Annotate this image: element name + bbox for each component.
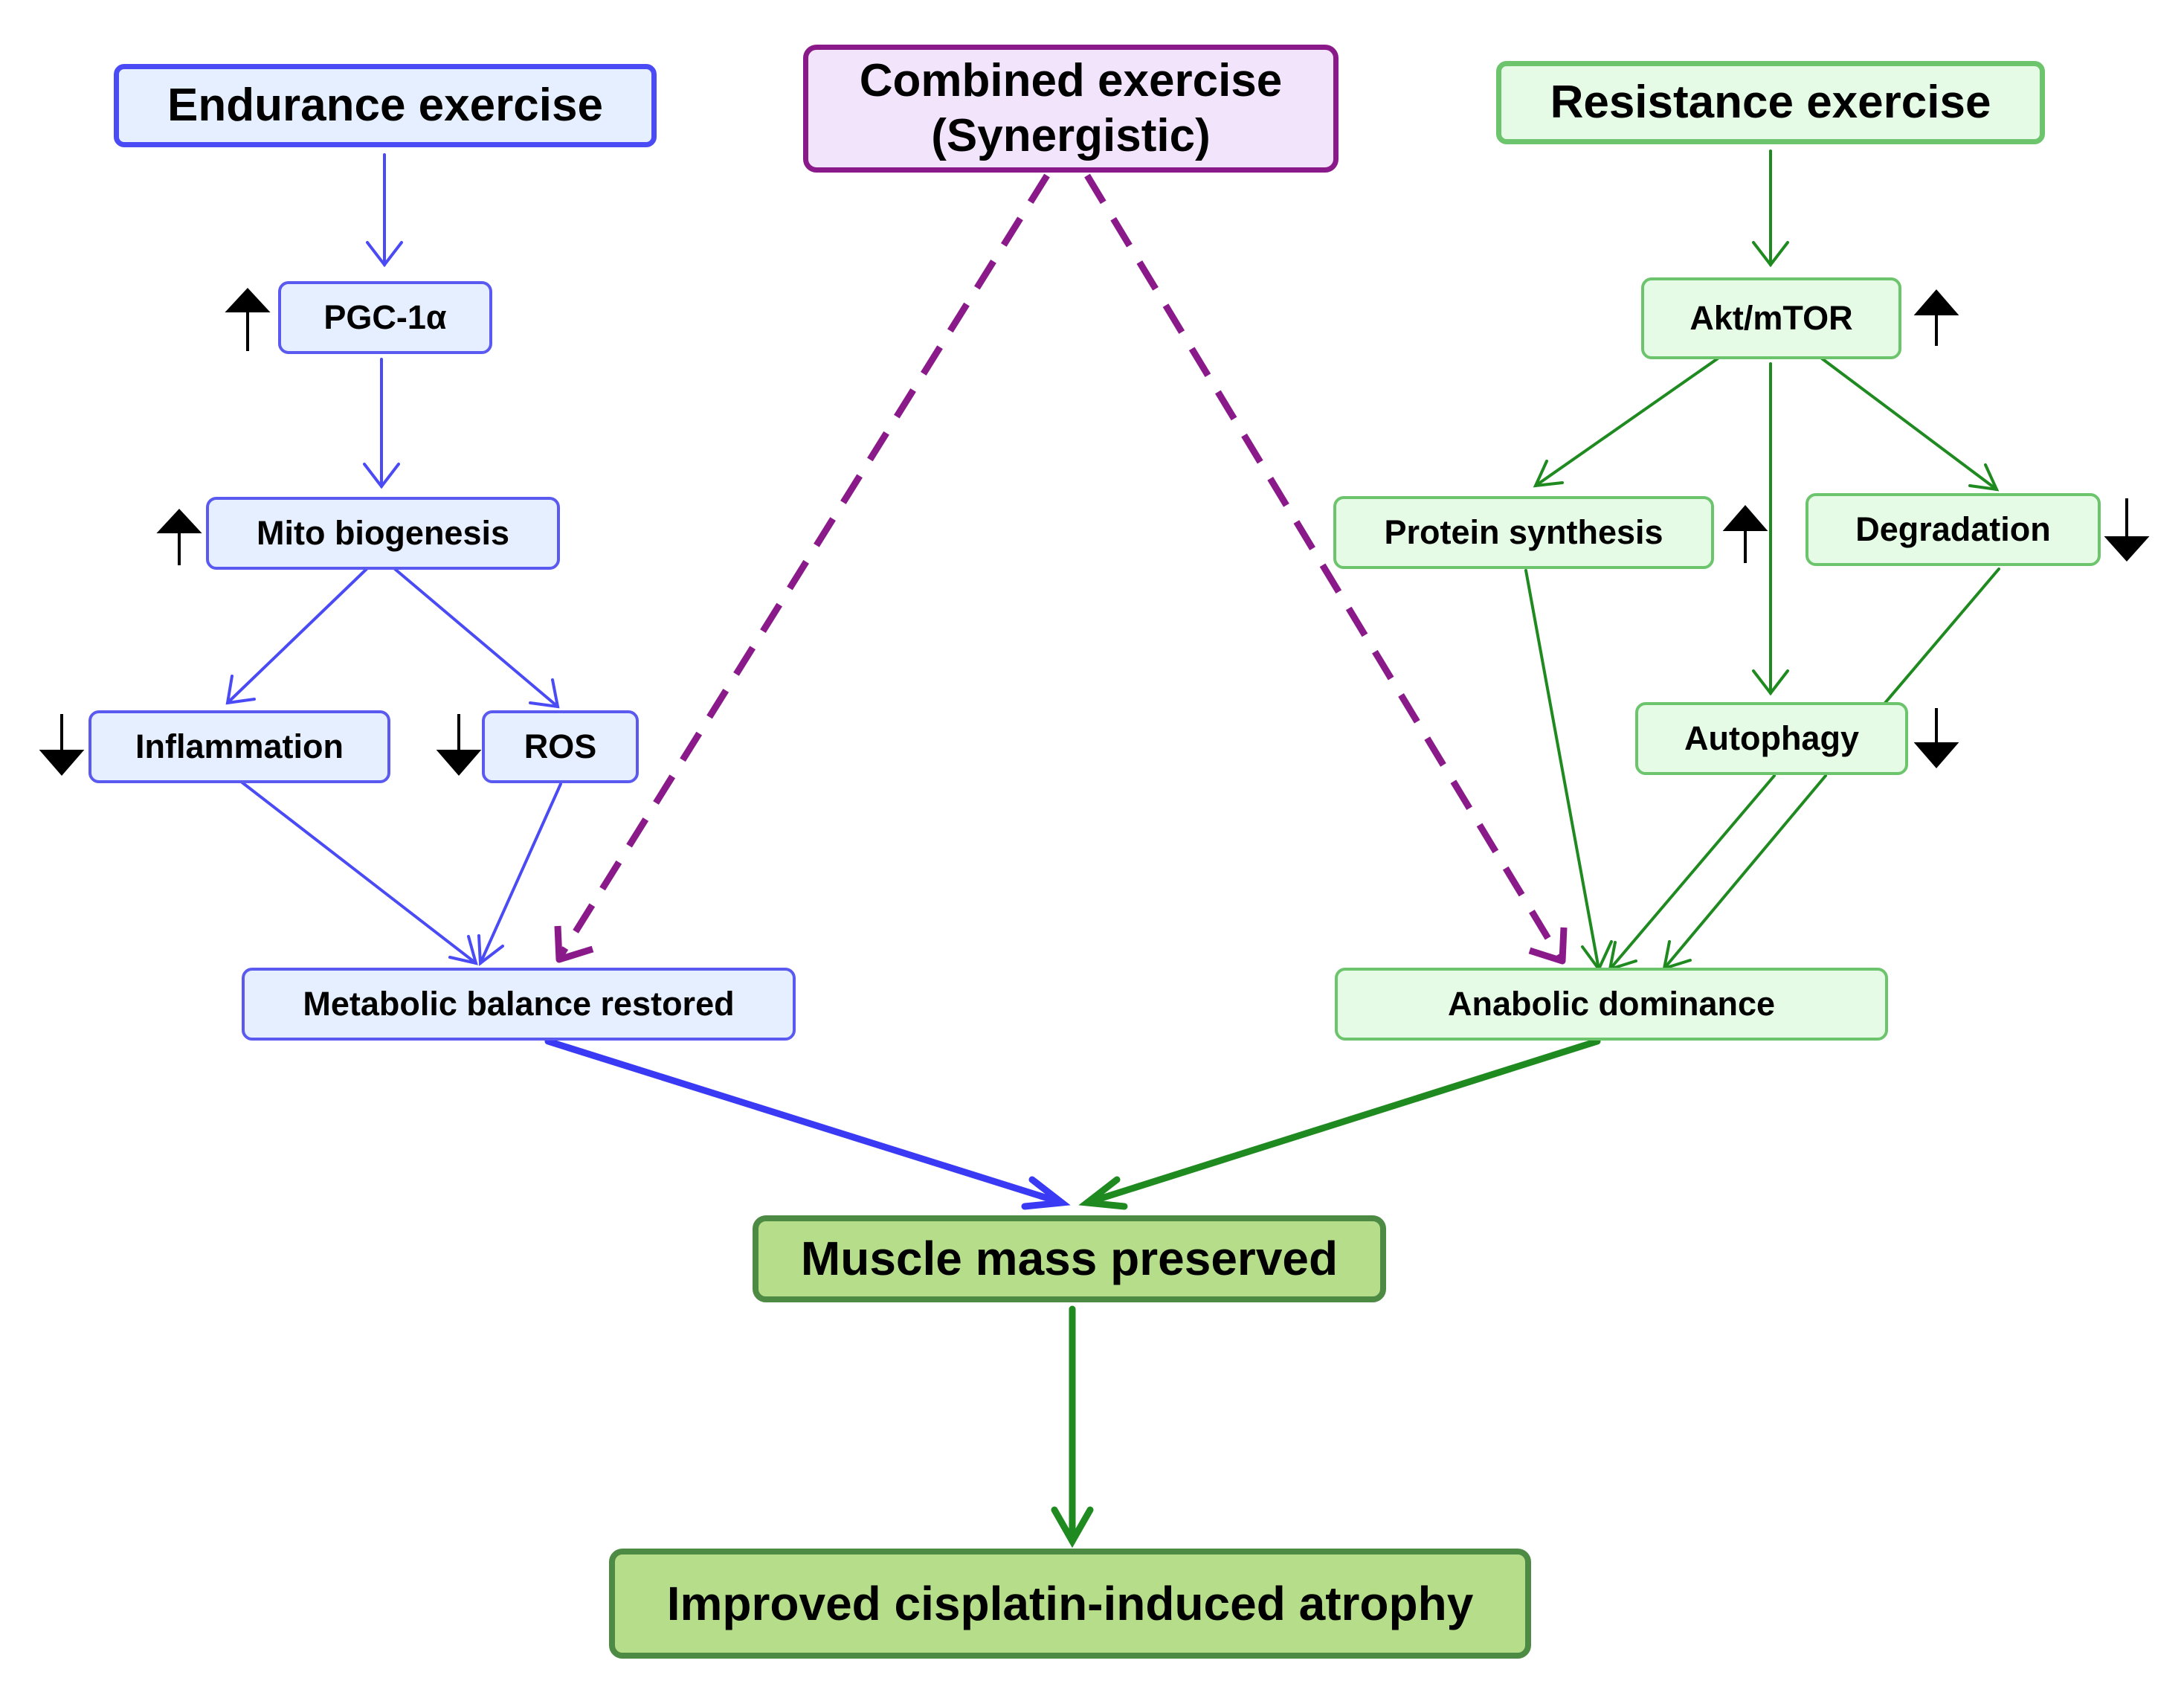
muscle-mass-preserved-box: Muscle mass preserved	[753, 1215, 1386, 1302]
inflammation-label: Inflammation	[135, 727, 344, 765]
improved-atrophy-label: Improved cisplatin-induced atrophy	[666, 1576, 1474, 1630]
up-arrow-icon	[1913, 289, 1959, 346]
arrow-mito-to-inflammation-head	[225, 675, 256, 705]
arrow-anabolic-to-muscle-head	[1078, 1176, 1128, 1210]
down-arrow-icon	[436, 714, 482, 777]
arrow-autophagy-to-anabolic-a	[1608, 774, 1776, 971]
arrow-metabolic-to-muscle	[544, 1038, 1066, 1206]
arrow-combined-to-metabolic	[556, 173, 1050, 960]
up-arrow-icon	[225, 288, 271, 351]
indicator-arrows	[39, 288, 2150, 777]
resistance-exercise-label: Resistance exercise	[1550, 76, 1991, 128]
down-arrow-icon	[1913, 708, 1959, 769]
pgc-1a-box: PGC-1α	[278, 281, 492, 354]
arrow-autophagy-to-anabolic-b	[1663, 774, 1827, 970]
arrow-akt-to-protein	[1534, 357, 1719, 487]
combined-arrows	[554, 173, 1568, 965]
anabolic-dominance-box: Anabolic dominance	[1335, 968, 1888, 1041]
combined-exercise-label: Combined exercise (Synergistic)	[859, 54, 1283, 161]
ros-label: ROS	[524, 727, 597, 765]
anabolic-dominance-label: Anabolic dominance	[1447, 985, 1776, 1023]
resistance-exercise-box: Resistance exercise	[1496, 61, 2045, 144]
up-arrow-icon	[1722, 504, 1768, 563]
arrow-akt-to-protein-head	[1533, 460, 1564, 488]
down-arrow-icon	[2104, 498, 2150, 562]
arrow-anabolic-to-muscle	[1083, 1038, 1601, 1206]
inflammation-box: Inflammation	[88, 710, 390, 783]
autophagy-label: Autophagy	[1684, 719, 1859, 757]
arrow-resistance-to-akt-head	[1752, 241, 1789, 268]
improved-atrophy-box: Improved cisplatin-induced atrophy	[609, 1549, 1531, 1659]
combined-exercise-box: Combined exercise (Synergistic)	[803, 45, 1339, 173]
arrow-degradation-to-anabolic	[1884, 568, 2000, 704]
arrow-inflammation-to-metabolic-head	[448, 935, 478, 965]
akt-mtor-box: Akt/mTOR	[1641, 277, 1901, 359]
arrow-inflammation-to-metabolic	[239, 779, 477, 965]
endurance-exercise-label: Endurance exercise	[167, 79, 603, 131]
arrow-combined-to-metabolic-head	[554, 925, 594, 963]
up-arrow-icon	[156, 509, 202, 565]
arrow-pgc-to-mito-head	[363, 463, 400, 489]
mito-biogenesis-label: Mito biogenesis	[256, 514, 510, 552]
arrow-mito-to-ros-head	[529, 678, 560, 709]
protein-synthesis-label: Protein synthesis	[1384, 513, 1663, 551]
arrow-combined-to-anabolic	[1084, 173, 1564, 962]
metabolic-balance-box: Metabolic balance restored	[242, 968, 796, 1041]
autophagy-box: Autophagy	[1635, 702, 1908, 775]
arrow-combined-to-anabolic-head	[1528, 927, 1568, 965]
down-arrow-icon	[39, 714, 85, 777]
ros-box: ROS	[482, 710, 639, 783]
endurance-arrows	[225, 153, 562, 966]
muscle-mass-preserved-label: Muscle mass preserved	[800, 1232, 1339, 1286]
pgc-1a-label: PGC-1α	[323, 298, 447, 336]
arrow-ros-to-metabolic-head	[477, 934, 504, 966]
protein-synthesis-box: Protein synthesis	[1333, 496, 1714, 569]
arrow-muscle-to-atrophy-head	[1051, 1506, 1094, 1549]
arrow-ros-to-metabolic	[479, 782, 562, 965]
arrow-endurance-to-pgc-head	[366, 241, 403, 268]
arrow-mito-to-inflammation	[226, 568, 368, 704]
outcome-arrows	[544, 1038, 1601, 1549]
degradation-box: Degradation	[1805, 493, 2101, 566]
endurance-exercise-box: Endurance exercise	[114, 64, 657, 147]
arrow-akt-to-degradation	[1820, 357, 1998, 491]
metabolic-balance-label: Metabolic balance restored	[303, 985, 735, 1023]
akt-mtor-label: Akt/mTOR	[1689, 299, 1853, 337]
mito-biogenesis-box: Mito biogenesis	[206, 497, 560, 570]
arrow-protein-to-anabolic	[1524, 569, 1600, 971]
arrow-mito-to-ros	[393, 568, 559, 708]
arrow-metabolic-to-muscle-head	[1021, 1176, 1071, 1210]
degradation-label: Degradation	[1855, 510, 2051, 548]
arrow-akt-to-degradation-head	[1968, 463, 2000, 492]
arrow-akt-to-autophagy-head	[1752, 669, 1789, 696]
